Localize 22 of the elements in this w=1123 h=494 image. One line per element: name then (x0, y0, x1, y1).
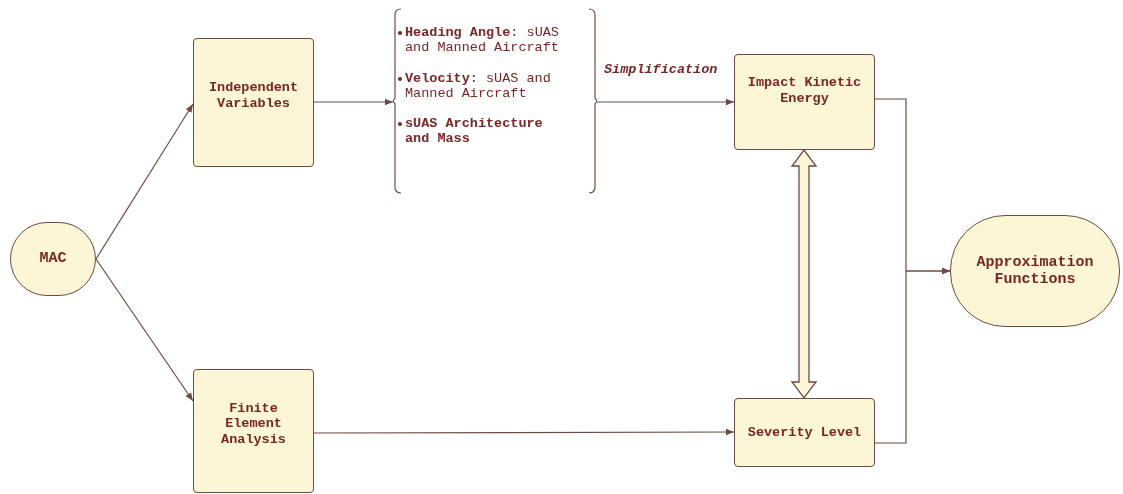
brace-group (393, 8, 597, 194)
node-text: Finite Element Analysis (220, 400, 287, 448)
node-text: Approximation Functions (975, 253, 1095, 289)
process-box (734, 54, 875, 150)
edge-label: Simplification (602, 62, 720, 77)
process-box (734, 398, 875, 467)
arrow (596, 98, 735, 106)
bullet-text: sUAS Architecture and Mass (405, 116, 543, 147)
bullet-text: Heading Angle: sUAS and Manned Aircraft (405, 25, 559, 55)
process-box (193, 369, 314, 493)
arrow (313, 98, 394, 106)
arrow (874, 267, 951, 444)
double-arrow (790, 148, 818, 400)
node-text: Impact Kinetic Energy (746, 75, 863, 107)
arrow (95, 258, 194, 402)
arrow (313, 428, 735, 436)
node-text: MAC (39, 250, 67, 268)
arrow (95, 103, 194, 260)
node-text: Independent Variables (207, 80, 300, 111)
node-text: Severity Level (747, 424, 862, 441)
bullet-text: Velocity: sUAS and Manned Aircraft (405, 70, 551, 101)
process-box (193, 38, 314, 167)
